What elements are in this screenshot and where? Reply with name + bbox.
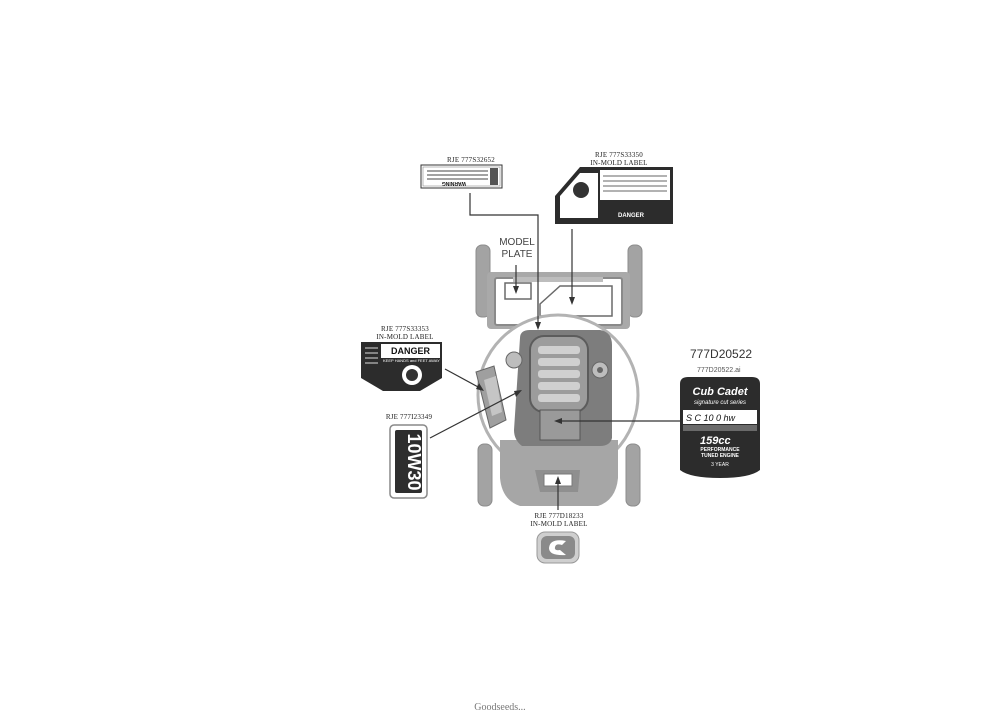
callout-line: RJE 777S32652: [447, 156, 495, 164]
danger-label-top: DANGER: [555, 167, 673, 224]
leader-lines: [429, 193, 680, 510]
footer-text: Goodseeds...: [474, 702, 526, 713]
callout-line: IN-MOLD LABEL: [530, 520, 588, 528]
engine-decal-file-name: 777D20522.ai: [697, 367, 741, 374]
warning-text: WARNING: [442, 180, 466, 186]
oil-text: 10W30: [404, 433, 424, 490]
oil-label: 10W30: [389, 424, 428, 499]
arrowheads: [476, 286, 575, 484]
keep-hands-text: KEEP HANDS and FEET AWAY: [383, 358, 440, 363]
callout-line: RJE 777D18233: [534, 512, 584, 520]
danger-label-left: DANGER KEEP HANDS and FEET AWAY: [361, 342, 442, 391]
callout-line: RJE 777S33350: [595, 151, 643, 159]
warranty-text: 3 YEAR: [711, 462, 729, 468]
tuned-engine-text: TUNED ENGINE: [701, 453, 739, 459]
callout-line: IN-MOLD LABEL: [376, 333, 434, 341]
engine-decal: Cub Cadet signature cut series S C 10 0 …: [680, 377, 760, 478]
model-plate-line: PLATE: [501, 249, 533, 260]
danger-left-text: DANGER: [391, 346, 431, 356]
model-plate-label: MODEL PLATE: [497, 237, 537, 261]
warning-label: WARNING: [420, 164, 503, 189]
callout-line: RJE 777I23349: [385, 413, 433, 421]
danger-top-text: DANGER: [618, 213, 645, 219]
callout-line: RJE 777S33353: [381, 325, 429, 333]
model-plate-line: MODEL: [499, 237, 535, 248]
brand-text: Cub Cadet: [693, 386, 749, 398]
engine: [475, 330, 612, 446]
callout-danger-left: RJE 777S33353 IN-MOLD LABEL: [370, 325, 440, 341]
callout-warning-label: RJE 777S32652: [438, 156, 504, 164]
performance-text: PERFORMANCE: [700, 447, 740, 453]
callout-line: IN-MOLD LABEL: [590, 159, 648, 167]
engine-decal-part-number: 777D20522: [690, 347, 753, 361]
callout-danger-top: RJE 777S33350 IN-MOLD LABEL: [584, 151, 654, 167]
callout-oil-label: RJE 777I23349: [376, 413, 442, 421]
displacement-text: 159cc: [700, 435, 731, 447]
model-text: S C 10 0 hw: [686, 413, 736, 423]
logo-label: [536, 531, 580, 564]
callout-logo-label: RJE 777D18233 IN-MOLD LABEL: [524, 512, 594, 528]
series-text: signature cut series: [694, 400, 746, 406]
